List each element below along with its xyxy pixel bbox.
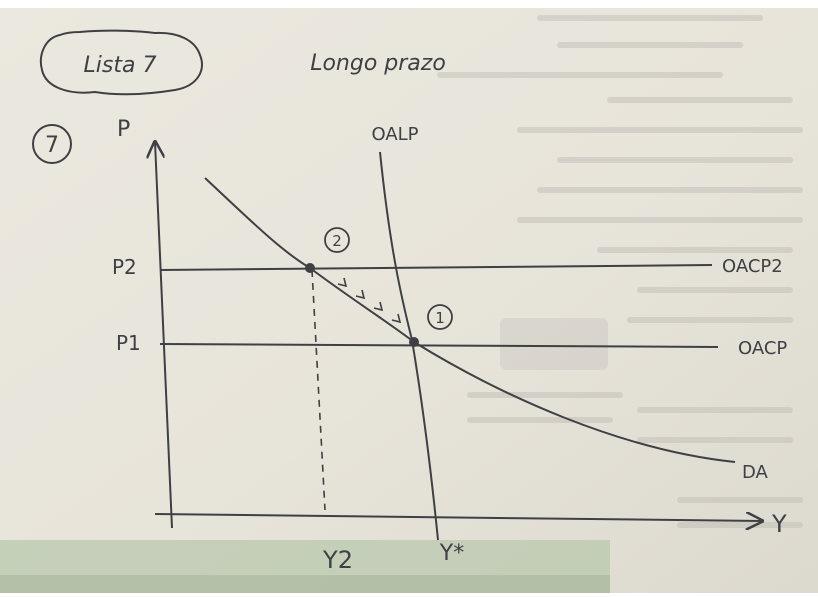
point2-marker-label: 2 bbox=[332, 232, 342, 250]
equilibrium-point-2 bbox=[305, 263, 315, 273]
price-label-p1: P1 bbox=[116, 331, 141, 355]
header-badge-text: Lista 7 bbox=[84, 53, 157, 78]
point2-marker-circle bbox=[324, 227, 350, 253]
da-label: DA bbox=[742, 462, 769, 483]
header-subtitle: Longo prazo bbox=[310, 51, 446, 76]
bottom-green-strip-shadow bbox=[0, 575, 610, 593]
question-number: 7 bbox=[45, 133, 59, 158]
point1-marker-circle bbox=[427, 304, 453, 330]
bleed-through-text bbox=[437, 15, 803, 528]
oalp-label: OALP bbox=[371, 124, 418, 145]
output-label-y-star: Y* bbox=[439, 541, 464, 566]
header-badge-outline bbox=[40, 29, 203, 96]
x-axis-label: Y bbox=[771, 510, 787, 538]
oacp2-line bbox=[159, 264, 713, 271]
bleed-through-box bbox=[500, 318, 608, 370]
output-label-y2: Y2 bbox=[322, 546, 353, 574]
y-axis-label: P bbox=[117, 117, 130, 142]
oacp-line bbox=[159, 343, 719, 348]
oacp2-label: OACP2 bbox=[722, 256, 783, 277]
equilibrium-point-1 bbox=[409, 337, 419, 347]
price-label-p2: P2 bbox=[112, 255, 137, 279]
da-curve bbox=[204, 177, 736, 463]
oacp-label: OACP bbox=[738, 338, 787, 359]
adjustment-arrows bbox=[337, 277, 402, 324]
question-number-circle bbox=[32, 124, 72, 164]
x-axis bbox=[154, 514, 762, 521]
y-axis bbox=[155, 142, 173, 529]
paper-background bbox=[0, 8, 818, 593]
point1-marker-label: 1 bbox=[435, 309, 445, 327]
y2-dashed-guide bbox=[311, 269, 326, 511]
